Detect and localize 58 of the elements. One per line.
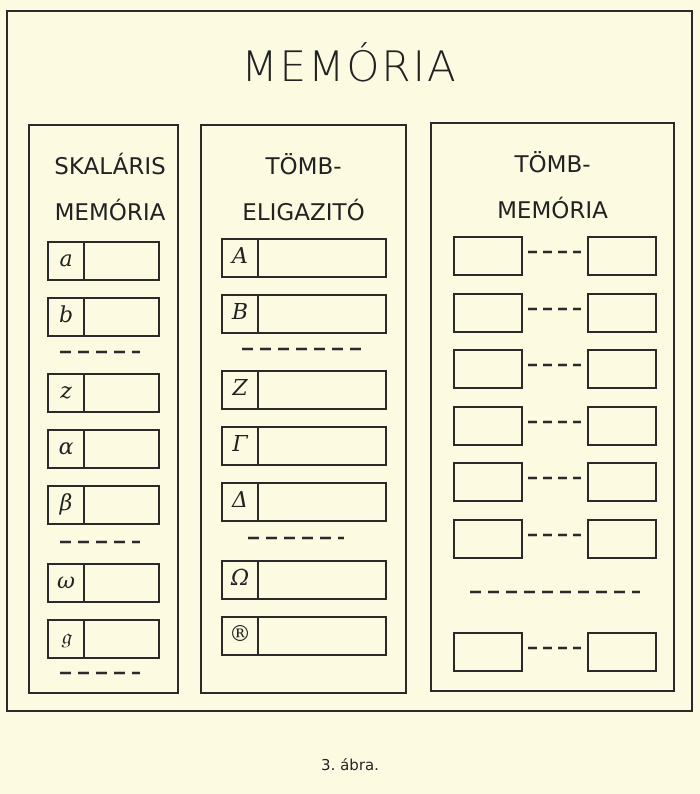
dashed-connector	[528, 476, 581, 480]
cell-label: Ω	[223, 562, 259, 598]
dashed-connector	[528, 420, 581, 424]
cell-label: a	[49, 243, 85, 279]
dashed-connector	[528, 534, 581, 536]
memory-cell	[221, 370, 387, 410]
cell-label: β	[49, 487, 85, 523]
memory-cell	[221, 294, 387, 334]
cell-label: α	[49, 431, 85, 467]
memory-cell	[47, 619, 160, 659]
memory-cell	[47, 373, 160, 413]
block-box	[587, 349, 657, 389]
block-box	[587, 632, 657, 672]
memory-panel	[28, 124, 179, 694]
memory-frame	[6, 10, 693, 712]
block-box	[587, 519, 657, 559]
memory-cell	[221, 616, 387, 656]
dashed-connector	[528, 250, 581, 254]
cell-label: z	[49, 375, 85, 411]
block-box	[453, 519, 523, 559]
panel-heading: TÖMB- MEMÓRIA	[496, 150, 609, 226]
figure-caption: 3. ábra.	[320, 756, 380, 774]
block-box	[453, 406, 523, 446]
cell-label: b	[49, 299, 85, 335]
block-box	[587, 462, 657, 502]
cell-label: Z	[223, 372, 259, 408]
block-box	[587, 406, 657, 446]
cell-label: Γ	[223, 428, 259, 464]
memory-cell	[47, 429, 160, 469]
memory-panel	[430, 122, 675, 692]
memory-cell	[47, 297, 160, 337]
panel-heading: TÖMB- ELIGAZITÓ	[241, 152, 366, 228]
memory-cell	[221, 560, 387, 600]
memory-cell	[47, 485, 160, 525]
cell-label: 𝔤	[49, 621, 85, 657]
block-box	[453, 349, 523, 389]
dashed-connector	[528, 308, 581, 310]
cell-label: Δ	[223, 484, 259, 520]
cell-label: A	[223, 240, 259, 276]
memory-cell	[47, 563, 160, 603]
block-box	[453, 632, 523, 672]
memory-cell	[221, 426, 387, 466]
block-box	[453, 293, 523, 333]
block-box	[587, 236, 657, 276]
dashed-connector	[528, 646, 581, 650]
diagram-heading: MEMÓRIA	[240, 42, 459, 91]
memory-panel	[200, 124, 407, 694]
block-box	[453, 462, 523, 502]
cell-label: ω	[49, 565, 85, 601]
memory-cell	[47, 241, 160, 281]
memory-cell	[221, 238, 387, 278]
block-box	[453, 236, 523, 276]
cell-label: ®	[223, 618, 259, 654]
memory-cell	[221, 482, 387, 522]
dashed-connector	[528, 364, 581, 366]
panel-heading: SKALÁRIS MEMÓRIA	[53, 152, 167, 228]
cell-label: B	[223, 296, 259, 332]
block-box	[587, 293, 657, 333]
